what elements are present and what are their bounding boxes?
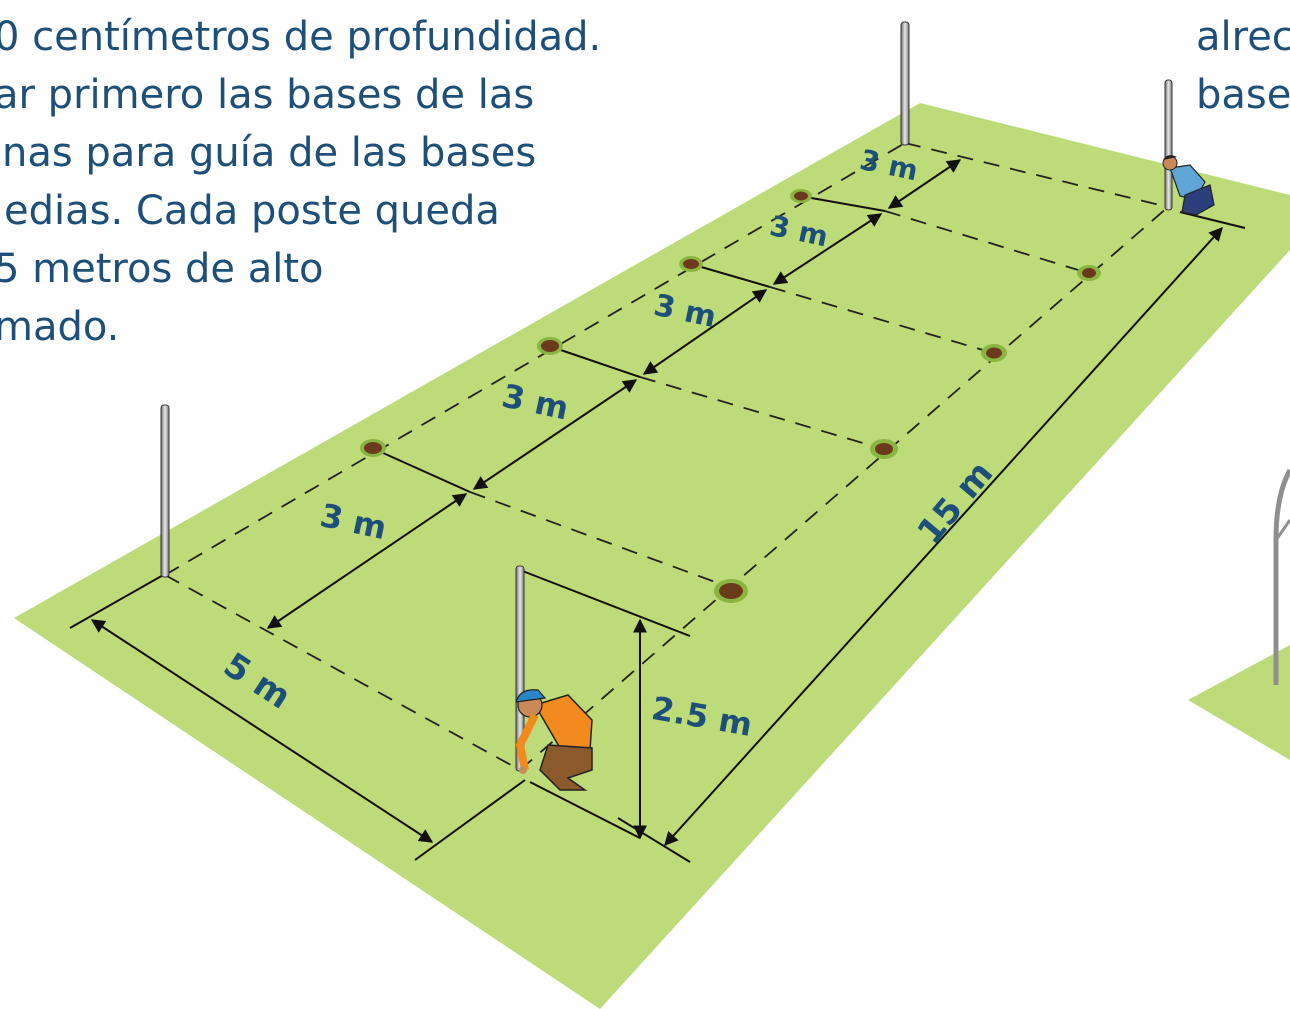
instruction-line: 0 centímetros de profundidad. xyxy=(0,14,602,60)
base-hole-icon xyxy=(679,256,703,272)
instruction-line: edias. Cada poste queda xyxy=(4,188,500,234)
base-hole-icon xyxy=(790,189,812,203)
base-hole-icon xyxy=(537,337,563,355)
instruction-line: mado. xyxy=(0,304,120,350)
height-dimension xyxy=(519,569,691,840)
base-holes xyxy=(360,189,1101,603)
grass-field xyxy=(14,103,1290,1009)
length-dimension xyxy=(617,211,1246,863)
instruction-text-right: alrec base xyxy=(1196,8,1290,124)
base-hole-icon xyxy=(981,344,1007,362)
worker-blue-icon xyxy=(1162,155,1215,216)
worker-orange-icon xyxy=(515,689,593,791)
corner-post-icon xyxy=(900,21,910,146)
corner-post-icon xyxy=(1164,79,1173,211)
instruction-line: alrec xyxy=(1196,14,1290,60)
greenhouse-arch-icon xyxy=(1273,468,1290,685)
instruction-text-left: 0 centímetros de profundidad. ar primero… xyxy=(0,8,754,356)
instruction-line: 5 metros de alto xyxy=(0,246,324,292)
width-dimension xyxy=(69,573,526,861)
base-hole-icon xyxy=(870,439,898,459)
base-hole-icon xyxy=(1077,265,1101,281)
base-hole-icon xyxy=(714,579,748,603)
base-hole-icon xyxy=(360,439,386,457)
instruction-line: base xyxy=(1196,72,1290,118)
grass-field-secondary xyxy=(1188,645,1290,760)
corner-post-icon xyxy=(160,404,170,578)
instruction-line: nas para guía de las bases xyxy=(2,130,537,176)
instruction-line: ar primero las bases de las xyxy=(0,72,535,118)
